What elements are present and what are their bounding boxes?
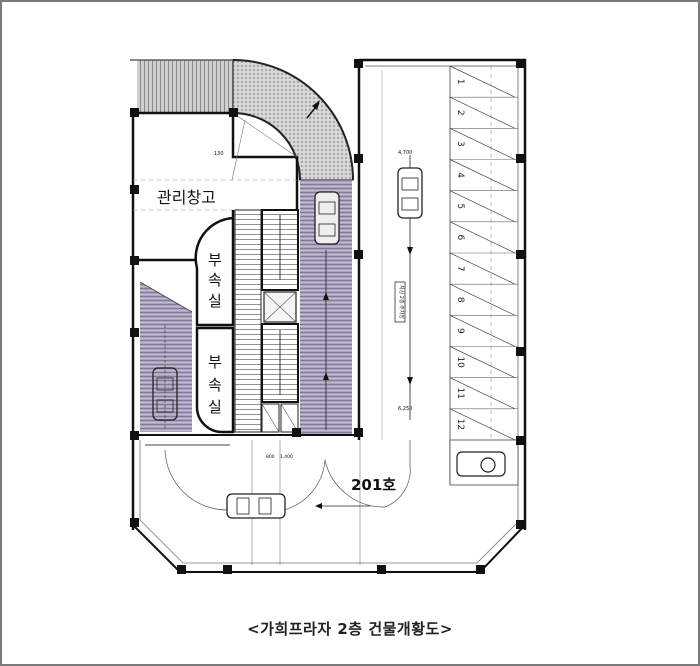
accessible-parking-slot: [449, 439, 519, 486]
dim-ramp-note: 130: [214, 151, 224, 157]
annex-2-char1: 부: [208, 353, 222, 371]
annex-2-char2: 속: [208, 376, 222, 394]
figure-caption: <가희프라자 2층 건물개황도>: [247, 620, 453, 638]
top-ramp-straight: [130, 59, 236, 112]
parking-sign-text: 지상 2층 주차장: [398, 285, 405, 319]
parking-area: [357, 58, 527, 530]
parking-slot-number: 11: [455, 388, 465, 399]
annex-rooms: [194, 210, 235, 434]
annex-1-char2: 속: [208, 271, 222, 289]
left-ramp-lane: [139, 281, 193, 432]
parked-car-top: [397, 167, 423, 219]
dim-entrance-b: 1,400: [280, 454, 293, 460]
parking-slot-number: 10: [455, 356, 465, 368]
annex-1-char1: 부: [208, 251, 222, 269]
parking-slot-number: 6: [455, 235, 465, 241]
stair-core: [234, 209, 299, 433]
parking-slot-number: 4: [455, 172, 465, 178]
dim-top-lane: 4,700: [398, 150, 412, 156]
curved-ramp: [232, 59, 354, 181]
parking-sign-box: [394, 281, 406, 323]
dim-bottom-lane: 6,250: [398, 406, 412, 412]
parking-slot-number: 12: [455, 419, 465, 430]
parked-car-bottom: [226, 493, 286, 519]
storage-label: 관리창고: [157, 188, 216, 207]
parking-slot-number: 1: [455, 79, 465, 85]
center-ramp-lane: [300, 180, 352, 435]
parking-slot-number: 2: [455, 110, 465, 116]
room-labels: 관리창고 부 속 실 부 속 실 201호 4,700 6,250 130 80…: [157, 150, 412, 494]
unit-201-label: 201호: [351, 476, 396, 494]
parking-slot-number: 3: [455, 141, 465, 147]
parking-slot-number: 7: [455, 266, 465, 272]
parking-slot-number: 8: [455, 297, 465, 303]
dim-entrance-a: 800: [266, 454, 275, 460]
parking-slot-number: 9: [455, 328, 465, 334]
structural-columns: [130, 59, 526, 574]
storage-room: [131, 111, 299, 530]
parking-slot-number: 5: [455, 203, 465, 209]
annex-1-char3: 실: [208, 292, 222, 310]
annex-2-char3: 실: [208, 398, 222, 416]
